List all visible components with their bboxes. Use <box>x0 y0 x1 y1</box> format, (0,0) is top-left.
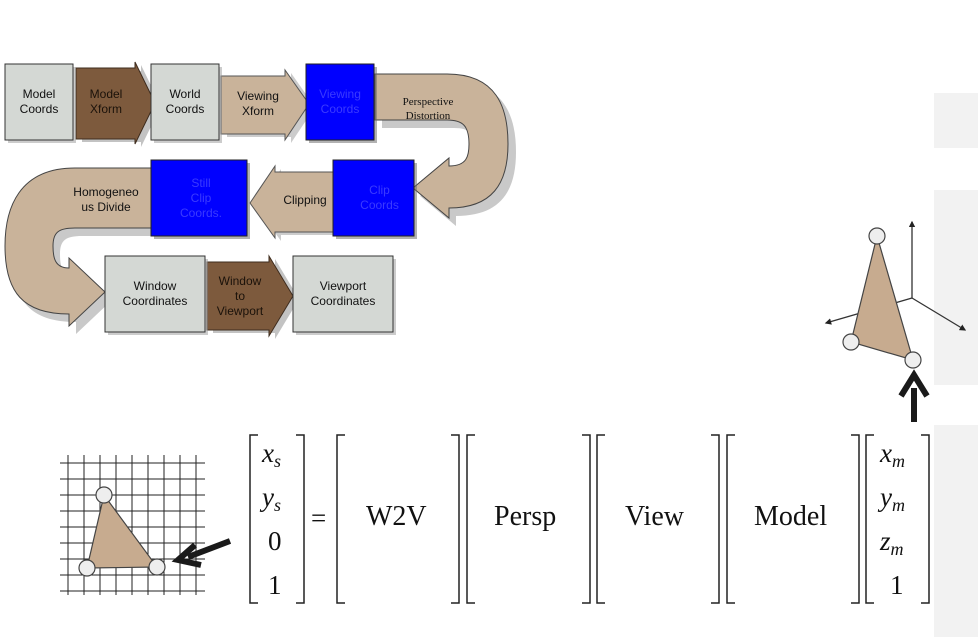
thick-up-arrow <box>898 369 930 422</box>
matrix-view: View <box>625 501 684 532</box>
rhs-zm: zm <box>880 526 904 559</box>
model-xform-arrow-shape <box>75 61 156 145</box>
model-xform-arrow <box>75 61 161 147</box>
clipping-label: Clipping <box>283 192 327 207</box>
rhs-one: 1 <box>890 570 904 600</box>
model-coords-box <box>4 63 74 141</box>
world-coords-box <box>150 63 220 141</box>
vertex-circle <box>868 227 886 245</box>
viewing-xform-arrow <box>220 68 310 142</box>
matrix-persp: Persp <box>494 501 557 532</box>
bracket-right-model <box>851 434 860 604</box>
bracket-right-view <box>711 434 720 604</box>
bracket-right-w2v <box>451 434 460 604</box>
bracket-right-persp <box>582 434 591 604</box>
homogeneous-divide-arrow <box>4 167 154 328</box>
bracket-left-w2v <box>336 434 345 604</box>
bracket-left-lhs <box>249 434 258 604</box>
matrix-model: Model <box>754 501 828 532</box>
bracket-left-rhs <box>865 434 874 604</box>
lhs-zero: 0 <box>268 526 282 556</box>
lhs-xs: xs <box>262 438 281 471</box>
window-coordinates-box <box>104 255 206 333</box>
bracket-left-persp <box>466 434 475 604</box>
screen-triangle <box>86 493 159 569</box>
still-clip-coords-box <box>150 159 248 237</box>
bracket-right-rhs <box>921 434 930 604</box>
side-panel-middle <box>934 190 978 385</box>
side-panel-bottom <box>934 425 978 637</box>
model-space-figure <box>824 220 967 369</box>
vertex-circle <box>95 486 113 504</box>
clip-coords-box <box>332 159 415 237</box>
axis-right <box>911 297 967 331</box>
screen-grid <box>60 455 205 595</box>
perspective-distortion-arrow <box>374 73 509 220</box>
vertex-circle <box>78 559 96 577</box>
equals-sign: = <box>311 503 327 533</box>
vertex-circle <box>904 351 922 369</box>
clipping-arrow <box>249 164 334 240</box>
lhs-one: 1 <box>268 570 282 600</box>
window-to-viewport-arrow <box>206 254 294 338</box>
bracket-right-lhs <box>296 434 305 604</box>
rhs-ym: ym <box>880 482 905 515</box>
viewport-coordinates-box <box>292 255 394 333</box>
viewing-coords-box <box>305 63 375 141</box>
side-panel-top <box>934 93 978 148</box>
vertex-circle <box>148 558 166 576</box>
bracket-left-view <box>596 434 605 604</box>
matrix-brackets <box>249 434 930 604</box>
vertex-circle <box>842 333 860 351</box>
lhs-ys: ys <box>262 482 281 515</box>
matrix-w2v: W2V <box>366 501 427 532</box>
rhs-xm: xm <box>880 438 905 471</box>
model-triangle <box>850 233 914 361</box>
thick-left-arrow <box>171 538 232 568</box>
bracket-left-model <box>726 434 735 604</box>
